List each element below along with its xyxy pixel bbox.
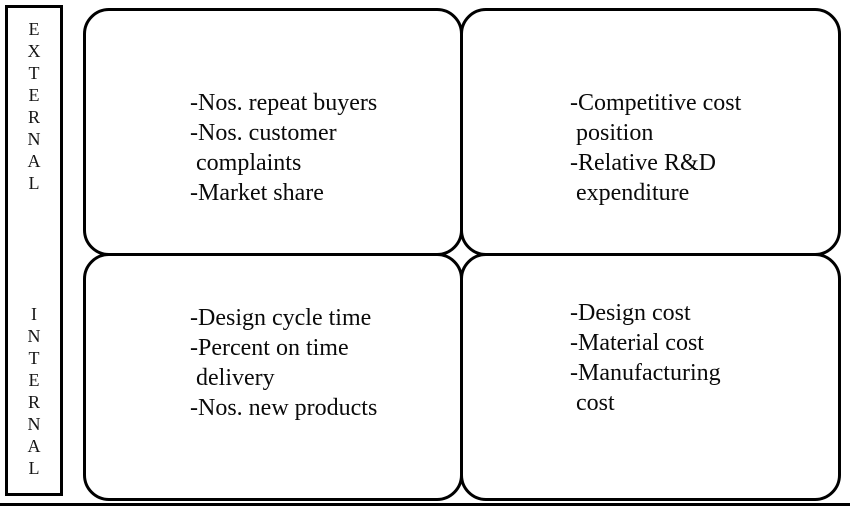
measure-line: expenditure xyxy=(570,180,690,206)
quadrant-bottom-left-text: -Design cycle time -Percent on time deliv… xyxy=(86,303,377,423)
vertical-letter: T xyxy=(28,348,40,368)
measure-line: -Design cost xyxy=(570,300,691,326)
vertical-letter: L xyxy=(28,173,40,193)
measure-line: -Nos. customer xyxy=(190,120,337,146)
vertical-letter: X xyxy=(27,41,41,61)
quadrant-bottom-right-text: -Design cost -Material cost -Manufacturing… xyxy=(463,298,721,418)
quadrant-top-left: -Nos. repeat buyers -Nos. customer compla… xyxy=(83,8,463,256)
measure-line: -Design cycle time xyxy=(190,305,372,331)
quadrant-top-right-text: -Competitive cost position-Relative R&D … xyxy=(463,88,741,208)
vertical-letter: A xyxy=(27,151,41,171)
measure-line: -Market share xyxy=(190,180,324,206)
quadrant-bottom-right: -Design cost -Material cost -Manufacturing… xyxy=(460,253,841,501)
vertical-letter: L xyxy=(28,458,40,478)
vertical-letter: N xyxy=(27,129,41,149)
measure-line: delivery xyxy=(190,365,275,391)
measure-line: -Percent on time xyxy=(190,335,349,361)
measure-line: -Nos. new products xyxy=(190,395,378,421)
vertical-letter: E xyxy=(28,85,40,105)
vertical-letter: N xyxy=(27,414,41,434)
measure-line: position xyxy=(570,120,654,146)
vertical-letter: R xyxy=(27,107,40,127)
vertical-letter: A xyxy=(27,436,41,456)
measure-line: cost xyxy=(570,390,615,416)
vertical-letter: E xyxy=(28,19,40,39)
measure-line: -Competitive cost xyxy=(570,90,742,116)
vertical-letter: E xyxy=(28,370,40,390)
vertical-letter: R xyxy=(27,392,40,412)
measure-line: -Manufacturing xyxy=(570,360,721,386)
quadrant-top-right: -Competitive cost position-Relative R&D … xyxy=(460,8,841,256)
measure-line: complaints xyxy=(190,150,302,176)
vertical-letter: N xyxy=(27,326,41,346)
quadrant-top-left-text: -Nos. repeat buyers -Nos. customer compla… xyxy=(86,88,377,208)
vertical-letter: T xyxy=(28,63,40,83)
bottom-rule xyxy=(0,503,850,506)
measure-line: -Material cost xyxy=(570,330,704,356)
measure-line: -Relative R&D xyxy=(570,150,716,176)
quadrant-bottom-left: -Design cycle time -Percent on time deliv… xyxy=(83,253,463,501)
vertical-letter: I xyxy=(31,304,37,324)
measure-line: -Nos. repeat buyers xyxy=(190,90,378,116)
